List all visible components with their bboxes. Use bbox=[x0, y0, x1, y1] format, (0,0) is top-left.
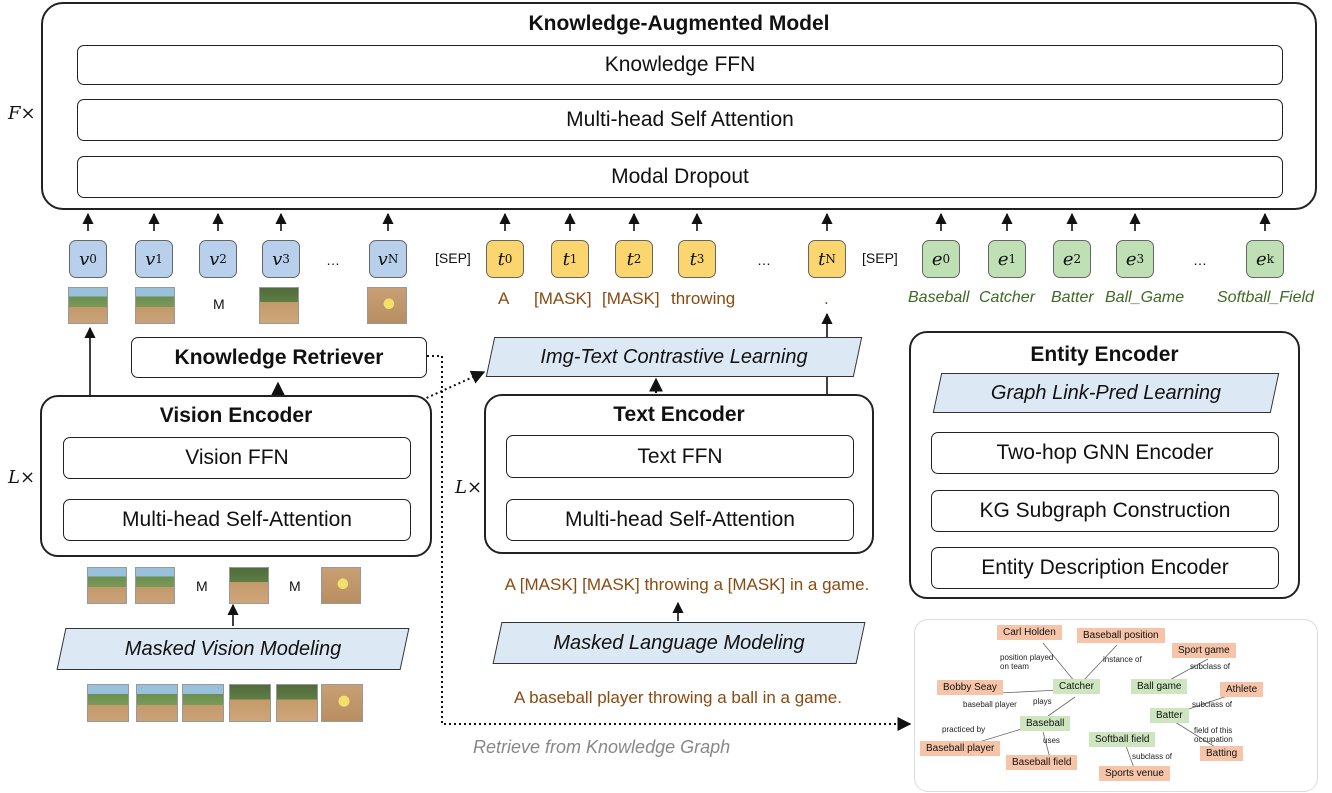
kg-node: Batter bbox=[1150, 708, 1189, 723]
kg-edge-label: subclass of bbox=[1132, 752, 1173, 761]
kg-edge-label: uses bbox=[1043, 736, 1060, 745]
vision-encoder-title: Vision Encoder bbox=[159, 404, 313, 427]
image-patch bbox=[135, 567, 175, 604]
kg-node: Baseball player bbox=[920, 741, 1001, 756]
entity-name: Ball_Game bbox=[1105, 289, 1185, 306]
kg-node: Bobby Seay bbox=[937, 680, 1003, 695]
kg-node: Softball field bbox=[1089, 732, 1156, 747]
image-patch bbox=[87, 684, 129, 722]
image-patch bbox=[367, 287, 407, 324]
vision-multihead-attention: Multi-head Self-Attention bbox=[63, 499, 411, 541]
text-ffn: Text FFN bbox=[506, 435, 854, 478]
graph-link-pred-learning: Graph Link-Pred Learning bbox=[932, 373, 1280, 413]
masked-language-modeling: Masked Language Modeling bbox=[492, 622, 866, 664]
entity-name: Batter bbox=[1051, 289, 1094, 306]
text-repeat: L× bbox=[455, 477, 483, 498]
kg-node: Baseball field bbox=[1006, 755, 1078, 770]
image-patch bbox=[87, 567, 127, 604]
text-ellipsis: … bbox=[757, 252, 771, 268]
img-text-contrastive-learning: Img-Text Contrastive Learning bbox=[485, 337, 863, 377]
kg-edge-label: subclass of bbox=[1192, 700, 1233, 709]
kam-repeat: F× bbox=[8, 103, 36, 124]
image-patch bbox=[229, 567, 269, 604]
kam-multihead-attention: Multi-head Self Attention bbox=[77, 99, 1283, 141]
kg-edge-label: practiced by bbox=[942, 725, 986, 734]
vision-repeat: L× bbox=[8, 467, 36, 488]
sep-token: [SEP] bbox=[862, 250, 898, 266]
image-patch bbox=[276, 684, 318, 722]
image-patch bbox=[229, 684, 271, 722]
kg-subgraph-construction: KG Subgraph Construction bbox=[931, 490, 1279, 532]
image-patch bbox=[68, 287, 108, 324]
kg-edge-label: position played on team bbox=[1000, 653, 1054, 671]
kg-edge-label: field of this occupation bbox=[1194, 726, 1233, 744]
image-patch bbox=[136, 684, 178, 722]
text-word: throwing bbox=[671, 289, 736, 308]
kg-node: Catcher bbox=[1053, 679, 1101, 694]
kg-edge-label: baseball player bbox=[963, 700, 1017, 709]
sep-token: [SEP] bbox=[435, 250, 471, 266]
entity-name: Catcher bbox=[979, 289, 1036, 306]
text-word: [MASK] bbox=[534, 289, 592, 308]
retrieve-caption: Retrieve from Knowledge Graph bbox=[473, 737, 731, 757]
dotted-arrows bbox=[271, 355, 912, 731]
vision-ffn: Vision FFN bbox=[63, 437, 411, 479]
masked-patch: M bbox=[196, 578, 208, 594]
kg-node: Athlete bbox=[1220, 682, 1264, 697]
masked-patch: M bbox=[289, 578, 301, 594]
kg-edge-label: instance of bbox=[1103, 655, 1142, 664]
text-multihead-attention: Multi-head Self-Attention bbox=[506, 499, 854, 541]
entity-encoder-title: Entity Encoder bbox=[1030, 343, 1179, 366]
kg-panel bbox=[914, 619, 1318, 792]
knowledge-retriever: Knowledge Retriever bbox=[131, 337, 427, 378]
masked-sentence: A [MASK] [MASK] throwing a [MASK] in a g… bbox=[504, 575, 870, 594]
image-patch bbox=[135, 287, 175, 324]
kg-node: Baseball bbox=[1020, 716, 1071, 731]
text-word: A bbox=[498, 289, 510, 308]
kg-node: Batting bbox=[1200, 746, 1244, 761]
kg-node: Sports venue bbox=[1099, 766, 1170, 781]
modal-dropout: Modal Dropout bbox=[77, 156, 1283, 198]
kam-title: Knowledge-Augmented Model bbox=[528, 12, 830, 35]
entity-ellipsis: … bbox=[1193, 252, 1207, 268]
kg-node: Carl Holden bbox=[997, 625, 1062, 640]
text-word: [MASK] bbox=[602, 289, 660, 308]
input-sentence: A baseball player throwing a ball in a g… bbox=[514, 688, 842, 707]
entity-name: Softball_Field bbox=[1217, 289, 1314, 306]
image-patch bbox=[321, 567, 361, 604]
two-hop-gnn-encoder: Two-hop GNN Encoder bbox=[931, 432, 1279, 474]
vision-ellipsis: … bbox=[326, 252, 340, 268]
kg-node: Ball game bbox=[1131, 679, 1188, 694]
masked-vision-modeling: Masked Vision Modeling bbox=[56, 628, 410, 670]
knowledge-ffn: Knowledge FFN bbox=[77, 45, 1283, 85]
text-word: . bbox=[824, 289, 829, 308]
entity-description-encoder: Entity Description Encoder bbox=[931, 547, 1279, 589]
kg-node: Sport game bbox=[1172, 643, 1236, 658]
kg-node: Baseball position bbox=[1077, 628, 1165, 643]
masked-patch: M bbox=[213, 296, 225, 312]
image-patch bbox=[259, 287, 299, 324]
kg-edge-label: plays bbox=[1033, 697, 1052, 706]
text-encoder-title: Text Encoder bbox=[613, 403, 745, 426]
image-patch bbox=[182, 684, 224, 722]
kg-edge-label: subclass of bbox=[1190, 662, 1231, 671]
image-patch bbox=[321, 684, 363, 722]
entity-name: Baseball bbox=[908, 289, 970, 306]
